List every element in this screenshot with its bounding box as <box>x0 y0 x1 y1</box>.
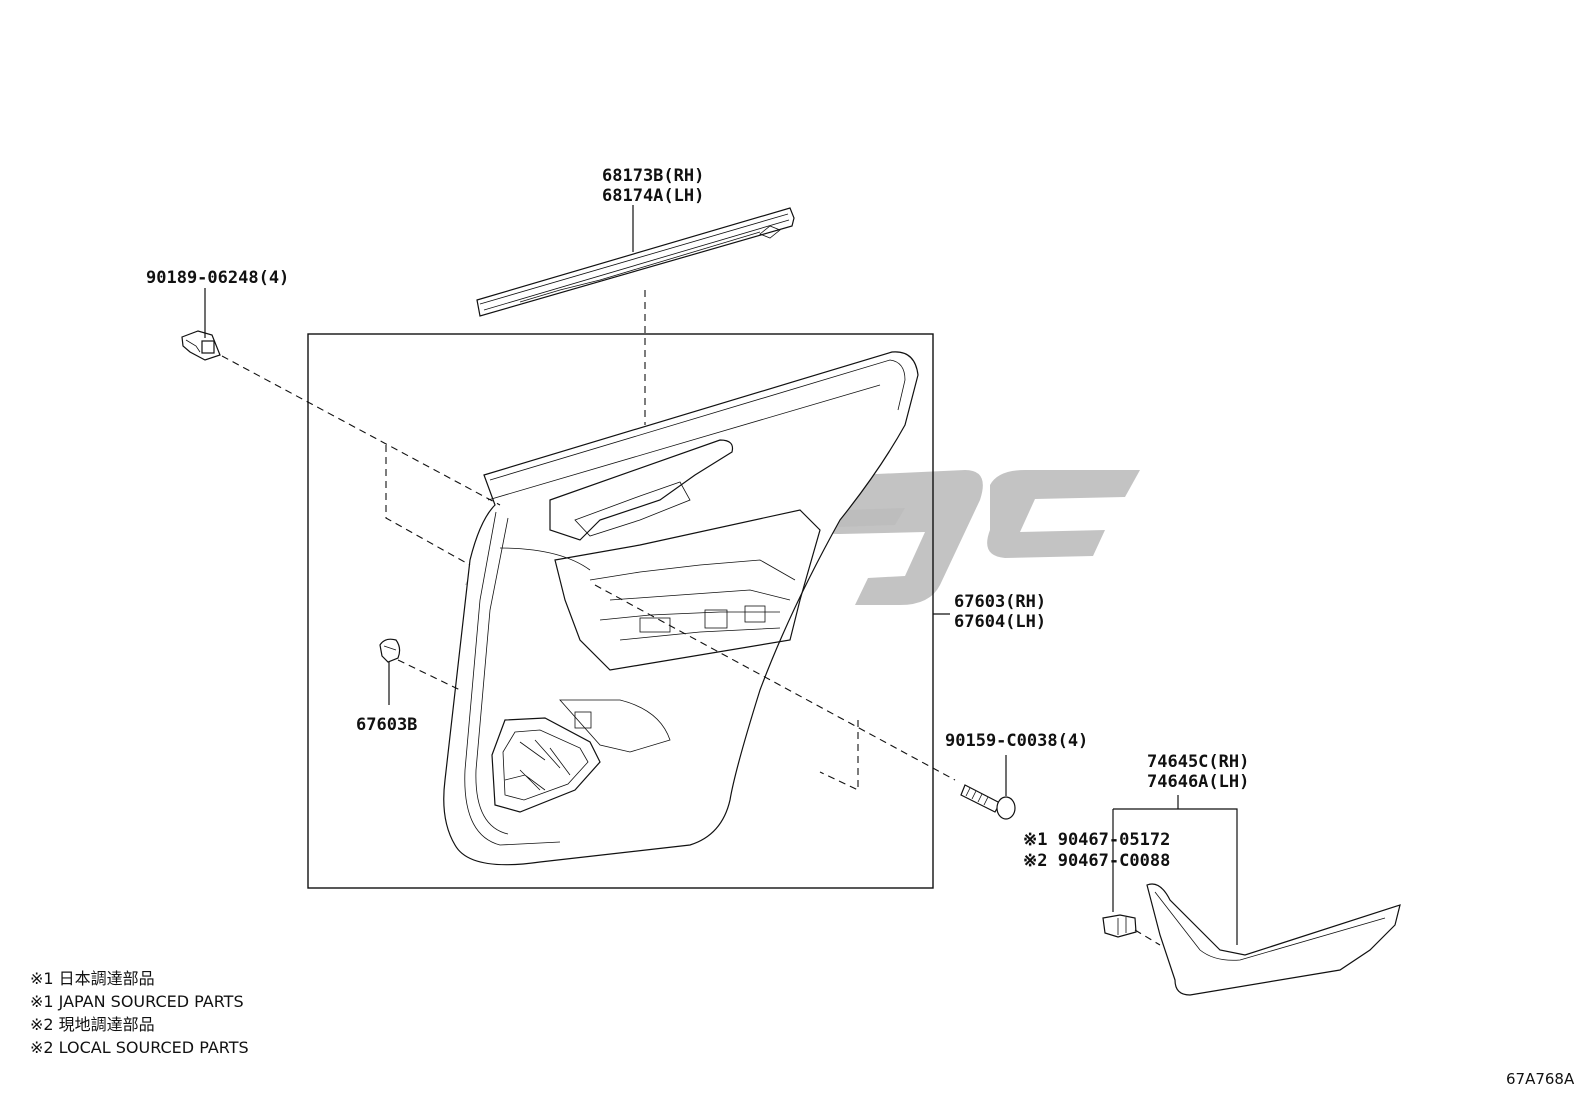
callout-screw-90189: 90189-06248(4) <box>146 268 289 288</box>
clip-67603B-part <box>379 638 401 663</box>
callout-door-trim-lh: 67604(LH) <box>954 612 1046 632</box>
door-trim-board-part <box>443 351 919 866</box>
callout-bolt-90159: 90159-C0038(4) <box>945 731 1088 751</box>
callout-clip-option-2: ※2 90467-C0088 <box>1023 851 1170 871</box>
screw-90189-part <box>181 330 221 361</box>
leader-lines <box>204 205 1238 945</box>
callout-clip-option-1: ※1 90467-05172 <box>1023 830 1170 850</box>
diagram-id: 67A768A <box>1506 1070 1575 1088</box>
assembly-lines <box>221 290 1161 946</box>
note-japan-sourced-en: ※1 JAPAN SOURCED PARTS <box>30 992 244 1011</box>
note-local-sourced-en: ※2 LOCAL SOURCED PARTS <box>30 1038 249 1057</box>
bolt-90159-part <box>960 784 1016 820</box>
callout-armrest-rh: 74645C(RH) <box>1147 752 1249 772</box>
armrest-base-part <box>1146 883 1401 996</box>
assembly-frame <box>307 333 934 889</box>
note-japan-sourced-jp: ※1 日本調達部品 <box>30 969 155 988</box>
clip-90467-part <box>1102 914 1137 938</box>
belt-moulding-part <box>476 207 795 317</box>
callout-clip-67603B: 67603B <box>356 715 417 735</box>
callout-belt-moulding-lh: 68174A(LH) <box>602 186 704 206</box>
callout-belt-moulding-rh: 68173B(RH) <box>602 166 704 186</box>
callout-armrest-lh: 74646A(LH) <box>1147 772 1249 792</box>
note-local-sourced-jp: ※2 現地調達部品 <box>30 1015 155 1034</box>
callout-door-trim-rh: 67603(RH) <box>954 592 1046 612</box>
